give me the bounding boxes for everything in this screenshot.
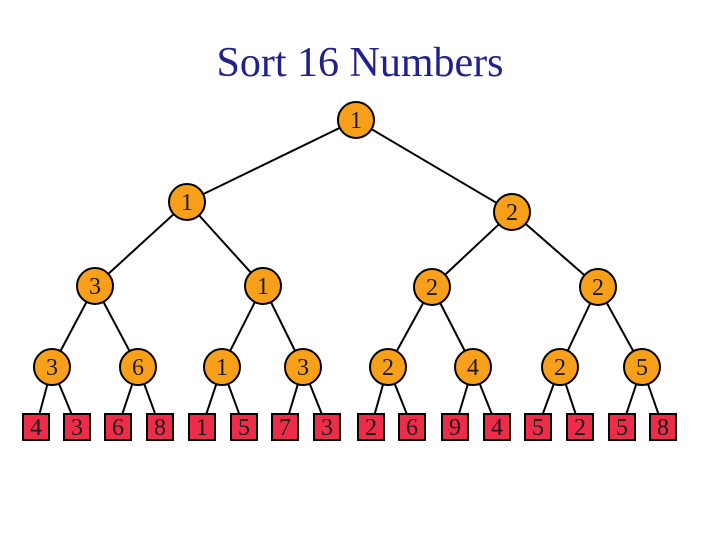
tree-node: 2: [369, 348, 407, 386]
node-value: 8: [154, 415, 166, 441]
tree-node: 2: [413, 268, 451, 306]
tree-node: 5: [623, 348, 661, 386]
leaf-box: [230, 413, 258, 441]
node-circle: [337, 101, 375, 139]
node-value: 1: [350, 108, 362, 134]
node-value: 1: [181, 190, 193, 216]
leaf-node: 4: [22, 413, 50, 441]
node-circle: [244, 267, 282, 305]
node-value: 6: [112, 415, 124, 441]
tree-node: 2: [493, 193, 531, 231]
leaf-node: 5: [608, 413, 636, 441]
leaf-box: [608, 413, 636, 441]
node-value: 7: [279, 415, 291, 441]
leaf-node: 2: [566, 413, 594, 441]
node-value: 3: [89, 274, 101, 300]
node-circle: [623, 348, 661, 386]
slide-title: Sort 16 Numbers: [216, 40, 504, 86]
node-value: 5: [636, 355, 648, 381]
tree-node: 1: [337, 101, 375, 139]
node-value: 3: [71, 415, 83, 441]
tree-node: 1: [203, 348, 241, 386]
tree-edge: [355, 119, 513, 213]
tree-node: 2: [541, 348, 579, 386]
leaf-box: [271, 413, 299, 441]
tree-edge: [186, 119, 357, 203]
leaf-node: 6: [398, 413, 426, 441]
leaf-node: 8: [146, 413, 174, 441]
tree-edge: [511, 211, 599, 288]
leaf-node: 7: [271, 413, 299, 441]
node-value: 4: [467, 355, 479, 381]
leaf-box: [524, 413, 552, 441]
node-value: 5: [616, 415, 628, 441]
leaf-node: 6: [104, 413, 132, 441]
node-circle: [284, 348, 322, 386]
leaf-node: 8: [649, 413, 677, 441]
node-value: 2: [554, 355, 566, 381]
leaf-node: 2: [357, 413, 385, 441]
leaf-box: [146, 413, 174, 441]
node-value: 5: [532, 415, 544, 441]
node-value: 3: [46, 355, 58, 381]
node-value: 8: [657, 415, 669, 441]
tree-node: 3: [76, 267, 114, 305]
node-circle: [369, 348, 407, 386]
node-value: 4: [30, 415, 42, 441]
tree-node: 3: [33, 348, 71, 386]
leaf-box: [483, 413, 511, 441]
node-circle: [33, 348, 71, 386]
node-value: 1: [196, 415, 208, 441]
leaf-node: 4: [483, 413, 511, 441]
tree-node: 6: [119, 348, 157, 386]
leaf-node: 1: [188, 413, 216, 441]
node-circle: [119, 348, 157, 386]
node-circle: [541, 348, 579, 386]
node-circle: [579, 268, 617, 306]
node-value: 5: [238, 415, 250, 441]
node-value: 6: [132, 355, 144, 381]
leaf-box: [188, 413, 216, 441]
node-circle: [454, 348, 492, 386]
node-value: 3: [297, 355, 309, 381]
leaf-box: [63, 413, 91, 441]
node-value: 9: [449, 415, 461, 441]
tree-node: 1: [244, 267, 282, 305]
node-value: 1: [257, 274, 269, 300]
node-circle: [413, 268, 451, 306]
leaf-box: [22, 413, 50, 441]
node-value: 2: [506, 200, 518, 226]
tree-node: 1: [168, 183, 206, 221]
node-value: 1: [216, 355, 228, 381]
leaf-node: 5: [524, 413, 552, 441]
leaf-node: 9: [441, 413, 469, 441]
node-value: 3: [321, 415, 333, 441]
leaf-box: [649, 413, 677, 441]
node-value: 2: [365, 415, 377, 441]
leaf-box: [441, 413, 469, 441]
leaf-node: 3: [63, 413, 91, 441]
node-circle: [76, 267, 114, 305]
leaf-box: [104, 413, 132, 441]
node-circle: [203, 348, 241, 386]
node-value: 2: [382, 355, 394, 381]
leaf-node: 5: [230, 413, 258, 441]
node-value: 2: [592, 275, 604, 301]
tree-edge: [94, 201, 188, 287]
node-value: 2: [426, 275, 438, 301]
leaf-box: [398, 413, 426, 441]
node-circle: [168, 183, 206, 221]
node-value: 4: [491, 415, 503, 441]
node-value: 2: [574, 415, 586, 441]
leaf-box: [357, 413, 385, 441]
leaf-box: [313, 413, 341, 441]
node-value: 6: [406, 415, 418, 441]
leaf-node: 3: [313, 413, 341, 441]
tree-node: 2: [579, 268, 617, 306]
leaf-box: [566, 413, 594, 441]
tree-node: 4: [454, 348, 492, 386]
tree-node: 3: [284, 348, 322, 386]
node-circle: [493, 193, 531, 231]
